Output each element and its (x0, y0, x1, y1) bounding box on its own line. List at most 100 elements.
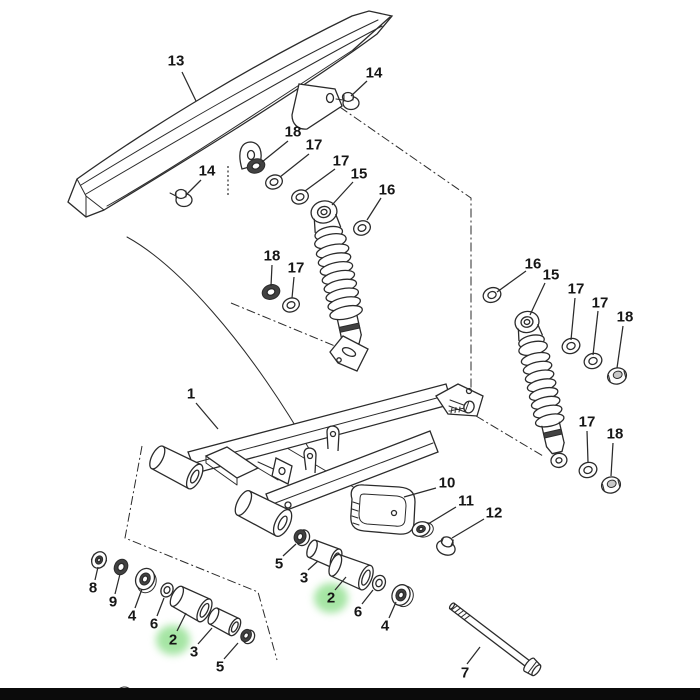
part-number-label: 13 (168, 53, 185, 70)
part-number-label: 10 (439, 475, 456, 492)
leader-line (291, 276, 295, 299)
washer-6 (160, 582, 174, 598)
leader-line (197, 627, 213, 645)
callout-17: 17 (579, 414, 595, 463)
callout-1: 1 (187, 386, 219, 430)
chain-adjuster-bolt (448, 400, 475, 414)
callout-13: 13 (168, 53, 197, 102)
callout-2-highlighted: 2 (156, 612, 190, 655)
callout-14: 14 (350, 65, 383, 97)
leader-line (361, 589, 374, 605)
bushing-4 (134, 567, 157, 594)
callout-6: 6 (354, 589, 374, 621)
part-number-label: 2 (169, 632, 177, 649)
leader-line (114, 573, 121, 595)
part-number-label: 17 (333, 153, 350, 170)
flange-nut-18 (606, 367, 628, 385)
washer-9 (113, 558, 129, 576)
leader-line (282, 543, 297, 557)
leader-line (195, 402, 219, 430)
chain-case-mount-bracket (303, 447, 317, 474)
part-number-label: 15 (351, 166, 368, 183)
leader-line (307, 560, 319, 571)
leader-line (586, 430, 589, 463)
nut-8 (90, 551, 108, 569)
callout-16: 16 (496, 256, 542, 293)
bushing-4 (391, 584, 414, 608)
part-number-label: 9 (109, 594, 117, 611)
part-number-label: 4 (381, 618, 390, 635)
part-number-label: 3 (300, 570, 308, 587)
washer-17 (265, 174, 283, 190)
leader-line (94, 566, 99, 581)
leader-line (350, 80, 368, 97)
callout-3: 3 (190, 627, 213, 661)
chain-slider-part (350, 484, 416, 535)
callout-18: 18 (607, 426, 623, 477)
chain-case-mount-bracket (326, 425, 340, 452)
part-number-label: 16 (379, 182, 396, 199)
shock-absorber-right (514, 310, 568, 469)
pivot-shaft-part (448, 602, 542, 677)
callout-2-highlighted: 2 (314, 576, 348, 613)
callout-3: 3 (300, 560, 319, 587)
part-number-label: 3 (190, 644, 198, 661)
part-number-label: 18 (617, 309, 634, 326)
leader-line (610, 442, 614, 477)
leader-line (616, 325, 624, 369)
callout-17: 17 (304, 153, 350, 192)
leader-line (279, 153, 310, 178)
part-number-label: 17 (306, 137, 323, 154)
washer-17 (561, 337, 581, 355)
part-number-label: 6 (354, 604, 362, 621)
leader-line (466, 646, 481, 665)
washer-16 (353, 220, 371, 236)
part-number-label: 18 (264, 248, 281, 265)
callout-4: 4 (128, 588, 143, 625)
leader-line (223, 642, 239, 660)
callout-17: 17 (592, 295, 608, 356)
part-number-label: 7 (461, 665, 469, 682)
leader-line (156, 597, 165, 617)
callout-15: 15 (331, 166, 368, 206)
swingarm-pivot-boss-left (149, 445, 204, 490)
swingarm-part (149, 335, 484, 537)
part-number-label: 16 (525, 256, 542, 273)
flange-nut-18 (600, 476, 622, 494)
shock-absorber-middle (310, 200, 363, 358)
phantom-lines (124, 77, 544, 661)
callout-layer: 1314181717151614181711615171718171810111… (89, 53, 634, 682)
callout-18: 18 (616, 309, 634, 369)
callout-5: 5 (275, 543, 297, 573)
part-number-label: 8 (89, 580, 97, 597)
callout-14: 14 (185, 163, 216, 196)
leader-line (181, 71, 197, 102)
leader-line (331, 181, 354, 206)
bushing-2 (169, 585, 213, 623)
callout-15: 15 (529, 267, 559, 316)
seal-5 (240, 628, 256, 645)
leader-line (261, 140, 289, 163)
shock-top-mount-hardware (246, 158, 371, 236)
leader-line (496, 270, 527, 293)
callout-16: 16 (366, 182, 396, 221)
callout-11: 11 (427, 493, 474, 525)
leader-line (529, 282, 546, 316)
part-number-label: 18 (285, 124, 302, 141)
pivot-bushing-set-right (293, 529, 414, 608)
callout-7: 7 (461, 646, 481, 682)
leader-line (388, 601, 397, 619)
highlight-ellipse (314, 583, 348, 613)
highlight-ellipse (156, 625, 190, 655)
bottom-black-bar (0, 688, 700, 700)
swingarm-pivot-boss-right (234, 490, 293, 537)
part-number-label: 14 (199, 163, 216, 180)
washer-17 (583, 352, 603, 370)
callout-17: 17 (279, 137, 323, 178)
part-number-label: 4 (128, 608, 137, 625)
callout-12: 12 (451, 505, 502, 539)
callout-9: 9 (109, 573, 121, 611)
callout-5: 5 (216, 642, 239, 676)
chain-case-bolt-rear (335, 91, 360, 111)
